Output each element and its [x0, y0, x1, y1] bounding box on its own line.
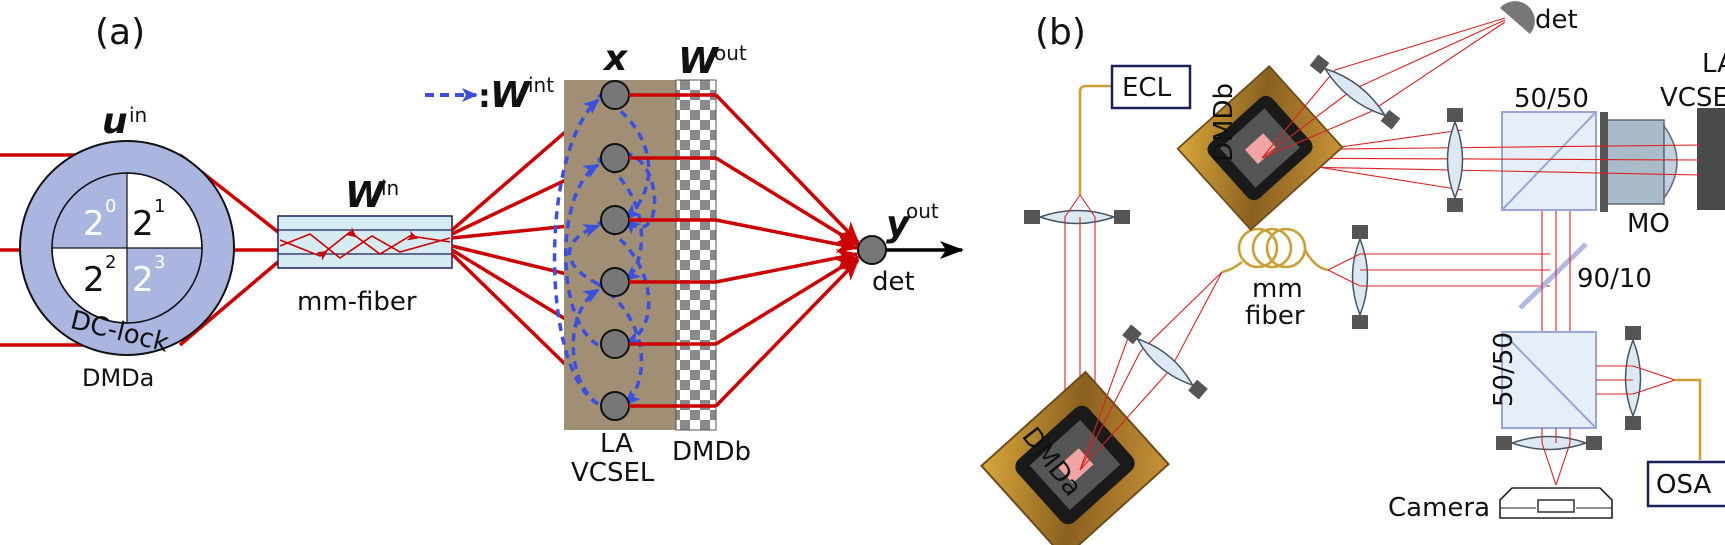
- quadrant-0-base: 2: [83, 204, 105, 244]
- dmdb-checkerboard: [675, 79, 717, 431]
- det-label-b: det: [1535, 5, 1578, 35]
- camera-label: Camera: [1388, 493, 1490, 523]
- x-label: x: [602, 38, 629, 79]
- camera-icon: [1499, 487, 1613, 519]
- dmdb-to-det-beams: [1261, 17, 1506, 159]
- quadrant-3-base: 2: [132, 260, 154, 300]
- fiber-out-beam: [1327, 253, 1550, 287]
- dmda-chip: [980, 370, 1170, 545]
- w-in-sup: in: [381, 176, 399, 200]
- bs-top-diagonal: [1501, 111, 1597, 211]
- la-label-a: LA: [600, 429, 633, 459]
- vcsel-label-b: VCSEL: [1660, 83, 1725, 113]
- la-vcsel-panel: [564, 80, 676, 430]
- quadrant-2-exp: 2: [105, 252, 116, 273]
- dmdb-lens-horizontal: [1446, 108, 1464, 212]
- dmdb-label-b: DMDb: [1209, 83, 1239, 162]
- det-lens: [1309, 54, 1401, 130]
- osa-label: OSA: [1656, 470, 1711, 500]
- la-vcsel-chip: [1697, 108, 1725, 210]
- microscope-objective: [1600, 112, 1678, 212]
- osa-box: [1646, 460, 1725, 508]
- w-int-label: W: [490, 75, 532, 116]
- ecl-box: [1110, 64, 1192, 110]
- quadrant-0-exp: 0: [105, 196, 116, 217]
- la-label-b: LA: [1702, 49, 1725, 79]
- quadrant-1-exp: 1: [154, 196, 165, 217]
- quadrant-1-base: 2: [132, 204, 154, 244]
- panel-a-label: (a): [95, 12, 145, 53]
- osa-beams: [1596, 365, 1676, 395]
- quadrant-2-base: 2: [83, 260, 105, 300]
- mm-label: mm: [1252, 274, 1303, 304]
- osa-fiber: [1675, 378, 1702, 460]
- mm-fiber-label: mm-fiber: [297, 287, 417, 317]
- w-out-sup: out: [714, 41, 747, 65]
- vcsel-nodes: [600, 80, 630, 421]
- dmda-lens: [1122, 324, 1208, 400]
- splitter-90-10: [1518, 242, 1588, 310]
- w-int-sup: int: [528, 73, 554, 97]
- camera-lens: [1496, 435, 1602, 451]
- u-in-sup: in: [129, 103, 147, 127]
- ecl-fiber: [1078, 84, 1112, 195]
- splitter-label: 90/10: [1577, 264, 1652, 294]
- dmda-disk: [19, 140, 235, 356]
- w-in-label: W: [345, 175, 387, 216]
- dmdb-label-a: DMDb: [672, 437, 751, 467]
- osa-lens: [1624, 326, 1642, 430]
- panel-b-label: (b): [1035, 12, 1086, 53]
- det-icon: [1500, 1, 1535, 35]
- ecl-lens: [1024, 209, 1130, 225]
- bs-bottom-label: 50/50: [1489, 332, 1519, 407]
- y-out-sup: out: [906, 199, 939, 223]
- fiber-label: fiber: [1245, 301, 1305, 331]
- mm-fiber-coil: [1221, 227, 1329, 274]
- det-label-a: det: [872, 267, 915, 297]
- quadrant-3-exp: 3: [154, 252, 165, 273]
- w-out-label: W: [678, 41, 720, 82]
- dmdb-chip: [1176, 64, 1344, 232]
- mo-label: MO: [1627, 209, 1670, 239]
- vcsel-label-a: VCSEL: [571, 458, 655, 488]
- w-int-colon: :: [478, 77, 491, 115]
- output-detector: [857, 235, 887, 265]
- y-out-label: y: [886, 204, 911, 245]
- ecl-label: ECL: [1122, 73, 1172, 103]
- mm-fiber: [277, 215, 453, 269]
- dmda-label: DMDa: [82, 364, 154, 392]
- dmda-to-fiber-beams: [1079, 271, 1223, 471]
- bs-top-label: 50/50: [1514, 84, 1589, 114]
- fiber-out-lens: [1351, 225, 1369, 329]
- bs-bottom-diagonal: [1501, 331, 1597, 429]
- camera-beams: [1541, 428, 1571, 486]
- u-in-label: u: [102, 101, 128, 142]
- vcsel-output-beams: [629, 93, 860, 408]
